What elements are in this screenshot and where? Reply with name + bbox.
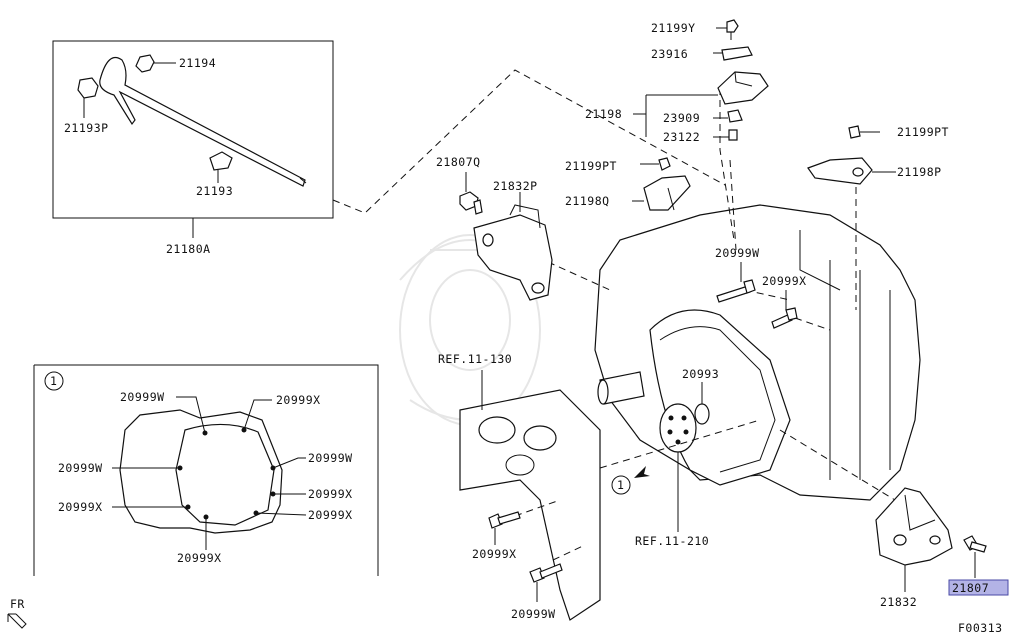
engine-block-ref bbox=[459, 370, 601, 621]
label-21832P: 21832P bbox=[493, 179, 538, 193]
bracket-21198P bbox=[807, 125, 896, 185]
dashed-leaders bbox=[332, 69, 896, 561]
inset-label-w-left: 20999W bbox=[58, 461, 103, 475]
figure-code: F00313 bbox=[958, 621, 1003, 635]
label-21193P: 21193P bbox=[64, 121, 109, 135]
bracket-stack-21198 bbox=[633, 19, 769, 141]
highlight-21807 bbox=[948, 579, 1009, 596]
label-21832: 21832 bbox=[880, 595, 917, 609]
inset-label-x-right1: 20999X bbox=[308, 487, 353, 501]
label-21199PT-b: 21199PT bbox=[897, 125, 949, 139]
bracket-21832P bbox=[459, 172, 553, 301]
callout-1: 1 bbox=[611, 466, 650, 495]
label-23122: 23122 bbox=[663, 130, 700, 144]
label-21180A: 21180A bbox=[166, 242, 211, 256]
svg-text:1: 1 bbox=[50, 374, 57, 388]
bracket-21832 bbox=[875, 487, 987, 592]
label-20999W-a: 20999W bbox=[715, 246, 760, 260]
fr-label: FR bbox=[10, 597, 25, 611]
label-21199PT-a: 21199PT bbox=[565, 159, 617, 173]
inset-label-w-right: 20999W bbox=[308, 451, 353, 465]
inset-label-x-right2: 20999X bbox=[308, 508, 353, 522]
fr-arrow-icon bbox=[7, 613, 27, 629]
label-21807[interactable]: 21807 bbox=[952, 581, 989, 595]
label-23916: 23916 bbox=[651, 47, 688, 61]
label-21198P: 21198P bbox=[897, 165, 942, 179]
label-20993: 20993 bbox=[682, 367, 719, 381]
label-20999X-a: 20999X bbox=[762, 274, 807, 288]
inset-label-x-top: 20999X bbox=[276, 393, 321, 407]
label-21198Q: 21198Q bbox=[565, 194, 610, 208]
svg-text:1: 1 bbox=[617, 478, 624, 492]
clip-21198Q bbox=[632, 157, 691, 211]
label-ref-11-210: REF.11-210 bbox=[635, 534, 709, 548]
bolts-bottom bbox=[488, 511, 563, 602]
label-21193: 21193 bbox=[196, 184, 233, 198]
bolts-housing bbox=[716, 262, 798, 329]
label-ref-11-130: REF.11-130 bbox=[438, 352, 512, 366]
label-20999W-b: 20999W bbox=[511, 607, 556, 621]
group-21180A bbox=[52, 40, 334, 238]
inset-detail-1: 1 bbox=[33, 364, 379, 576]
label-20999X-b: 20999X bbox=[472, 547, 517, 561]
inset-label-w-top: 20999W bbox=[120, 390, 165, 404]
inset-label-x-bottom: 20999X bbox=[177, 551, 222, 565]
label-21194: 21194 bbox=[179, 56, 216, 70]
inset-label-x-left: 20999X bbox=[58, 500, 103, 514]
label-23909: 23909 bbox=[663, 111, 700, 125]
label-21198: 21198 bbox=[585, 107, 622, 121]
label-21807Q: 21807Q bbox=[436, 155, 481, 169]
label-21199Y: 21199Y bbox=[651, 21, 696, 35]
transmission-housing bbox=[594, 204, 921, 501]
